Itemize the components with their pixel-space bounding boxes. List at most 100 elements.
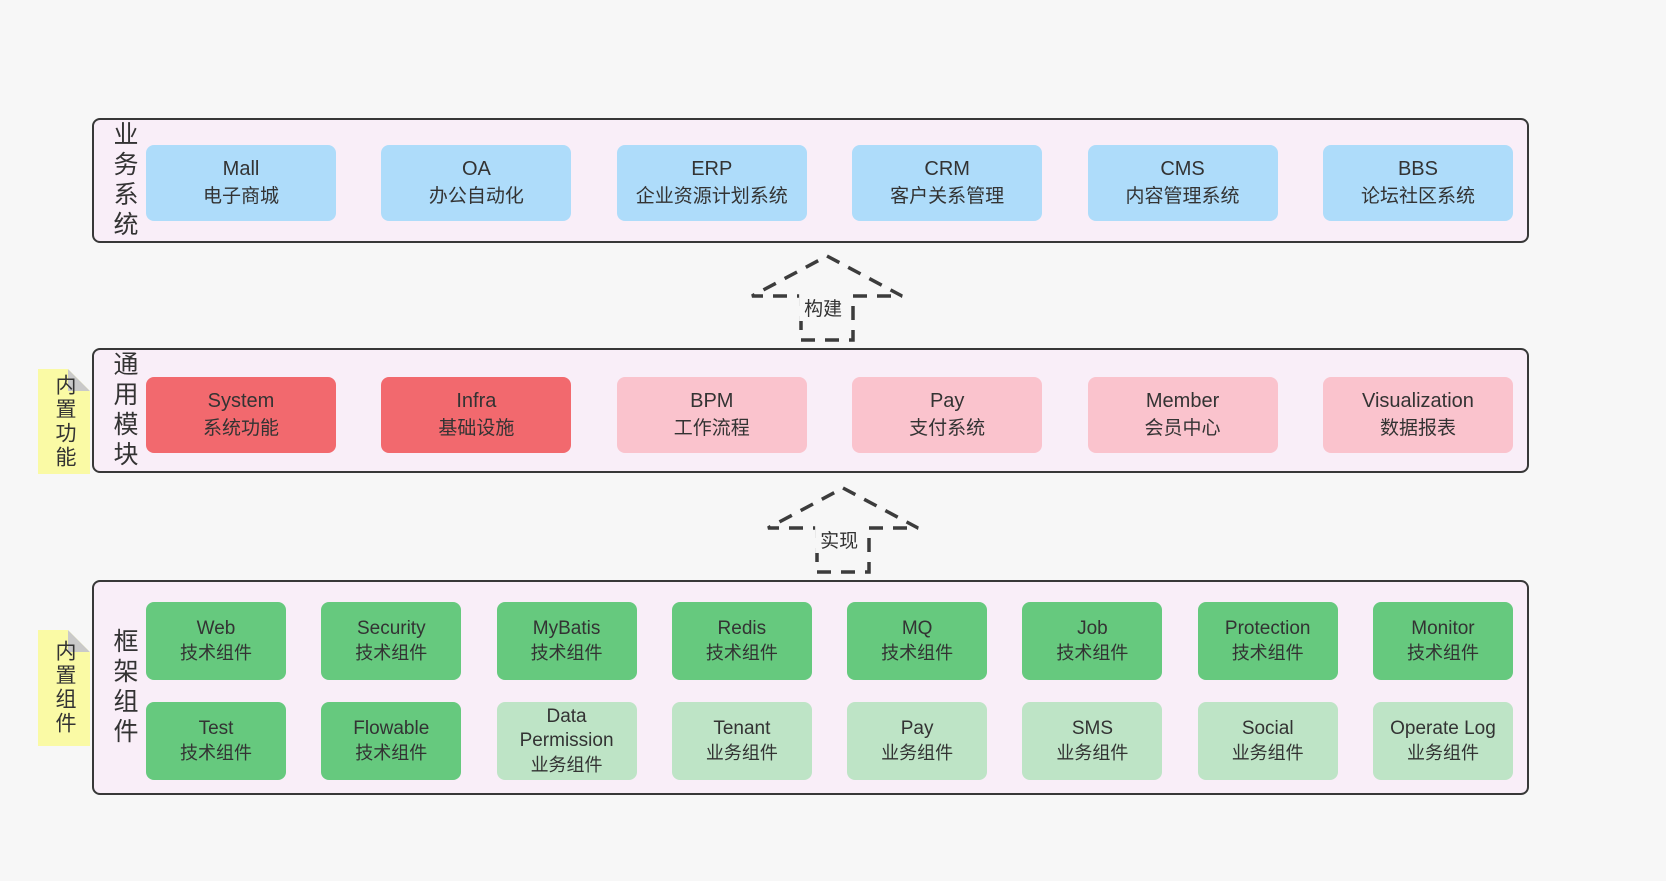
box-bpm-title: BPM xyxy=(690,390,734,412)
box-mq-subtitle: 技术组件 xyxy=(881,643,954,663)
box-cms-subtitle: 内容管理系统 xyxy=(1125,186,1240,207)
box-monitor-subtitle: 技术组件 xyxy=(1406,643,1479,663)
box-pay-module-subtitle: 支付系统 xyxy=(909,418,986,439)
framework-components-row-1: Web 技术组件 Security 技术组件 MyBatis 技术组件 Redi… xyxy=(146,602,1513,680)
dashed-up-arrow-icon xyxy=(767,486,919,574)
band-business-systems-label: 业务系统 xyxy=(110,120,138,241)
framework-components-row-2: Test 技术组件 Flowable 技术组件 Data Permission … xyxy=(146,702,1513,780)
box-pay-module-title: Pay xyxy=(929,390,965,412)
box-pay-component-subtitle: 业务组件 xyxy=(881,743,954,763)
box-protection-subtitle: 技术组件 xyxy=(1231,643,1304,663)
box-mall-title: Mall xyxy=(222,158,260,180)
box-pay-module: Pay 支付系统 xyxy=(852,377,1043,453)
box-member-title: Member xyxy=(1145,390,1220,412)
box-sms: SMS 业务组件 xyxy=(1022,702,1163,780)
box-test-subtitle: 技术组件 xyxy=(180,743,252,763)
box-cms: CMS 内容管理系统 xyxy=(1087,145,1278,221)
box-sms-title: SMS xyxy=(1071,718,1113,739)
box-data-permission-title: Data Permission xyxy=(519,706,614,751)
box-bbs-subtitle: 论坛社区系统 xyxy=(1360,186,1475,207)
box-protection-title: Protection xyxy=(1224,618,1311,639)
box-sms-subtitle: 业务组件 xyxy=(1056,743,1129,763)
box-flowable-title: Flowable xyxy=(353,718,430,739)
box-system-title: System xyxy=(207,390,275,412)
builtin-components-note: 内置组件 xyxy=(38,630,90,746)
box-operate-log-title: Operate Log xyxy=(1390,718,1496,739)
box-web-title: Web xyxy=(196,618,236,639)
box-mq: MQ 技术组件 xyxy=(847,602,988,680)
band-common-modules-label: 通用模块 xyxy=(110,350,138,471)
box-social: Social 业务组件 xyxy=(1197,702,1338,780)
box-erp: ERP 企业资源计划系统 xyxy=(616,145,807,221)
box-protection: Protection 技术组件 xyxy=(1197,602,1338,680)
common-modules-row: System 系统功能 Infra 基础设施 BPM 工作流程 Pay 支付系统… xyxy=(146,377,1513,453)
box-infra-subtitle: 基础设施 xyxy=(438,418,515,439)
box-oa-title: OA xyxy=(461,158,491,180)
box-operate-log: Operate Log 业务组件 xyxy=(1372,702,1513,780)
box-redis: Redis 技术组件 xyxy=(671,602,812,680)
box-crm-title: CRM xyxy=(924,158,970,180)
box-mq-title: MQ xyxy=(901,618,933,639)
box-member-subtitle: 会员中心 xyxy=(1144,418,1221,439)
box-system: System 系统功能 xyxy=(146,377,336,453)
box-flowable: Flowable 技术组件 xyxy=(321,702,462,780)
box-operate-log-subtitle: 业务组件 xyxy=(1406,743,1479,763)
box-mybatis-title: MyBatis xyxy=(532,618,601,639)
box-pay-component: Pay 业务组件 xyxy=(847,702,988,780)
box-bbs: BBS 论坛社区系统 xyxy=(1322,145,1513,221)
box-redis-title: Redis xyxy=(717,618,767,639)
box-visualization: Visualization 数据报表 xyxy=(1322,377,1513,453)
box-system-subtitle: 系统功能 xyxy=(202,418,279,439)
box-erp-title: ERP xyxy=(691,158,733,180)
box-mall-subtitle: 电子商城 xyxy=(202,186,279,207)
box-web-subtitle: 技术组件 xyxy=(180,643,252,663)
box-web: Web 技术组件 xyxy=(146,602,286,680)
box-job-title: Job xyxy=(1077,618,1108,639)
business-systems-row: Mall 电子商城 OA 办公自动化 ERP 企业资源计划系统 CRM 客户关系… xyxy=(146,145,1513,221)
band-framework-components-label: 框架组件 xyxy=(110,627,138,748)
box-mall: Mall 电子商城 xyxy=(146,145,336,221)
band-business-systems: 业务系统 Mall 电子商城 OA 办公自动化 ERP 企业资源计划系统 CRM… xyxy=(92,118,1529,243)
box-tenant: Tenant 业务组件 xyxy=(671,702,812,780)
box-test-title: Test xyxy=(198,718,234,739)
dashed-up-arrow-icon xyxy=(751,254,903,342)
box-bpm-subtitle: 工作流程 xyxy=(673,418,750,439)
box-social-title: Social xyxy=(1241,718,1294,739)
box-tenant-subtitle: 业务组件 xyxy=(705,743,778,763)
box-visualization-title: Visualization xyxy=(1361,390,1474,412)
box-security: Security 技术组件 xyxy=(321,602,462,680)
box-security-title: Security xyxy=(356,618,426,639)
box-monitor: Monitor 技术组件 xyxy=(1372,602,1513,680)
box-crm: CRM 客户关系管理 xyxy=(852,145,1043,221)
box-oa-subtitle: 办公自动化 xyxy=(428,186,524,207)
implement-arrow-label: 实现 xyxy=(815,526,864,553)
box-mybatis: MyBatis 技术组件 xyxy=(496,602,637,680)
box-job-subtitle: 技术组件 xyxy=(1056,643,1129,663)
box-infra-title: Infra xyxy=(456,390,497,412)
build-arrow: 构建 xyxy=(747,252,907,344)
box-data-permission-subtitle: 业务组件 xyxy=(530,755,603,775)
box-tenant-title: Tenant xyxy=(713,718,771,739)
box-monitor-title: Monitor xyxy=(1411,618,1475,639)
box-data-permission: Data Permission 业务组件 xyxy=(496,702,637,780)
implement-arrow: 实现 xyxy=(763,484,923,576)
box-crm-subtitle: 客户关系管理 xyxy=(890,186,1005,207)
box-job: Job 技术组件 xyxy=(1022,602,1163,680)
box-erp-subtitle: 企业资源计划系统 xyxy=(635,186,788,207)
box-oa: OA 办公自动化 xyxy=(381,145,572,221)
box-social-subtitle: 业务组件 xyxy=(1231,743,1304,763)
box-bbs-title: BBS xyxy=(1397,158,1438,180)
box-bpm: BPM 工作流程 xyxy=(616,377,807,453)
band-framework-components: 框架组件 Web 技术组件 Security 技术组件 MyBatis 技术组件… xyxy=(92,580,1529,795)
builtin-features-note: 内置功能 xyxy=(38,369,90,474)
box-test: Test 技术组件 xyxy=(146,702,286,780)
box-cms-title: CMS xyxy=(1160,158,1205,180)
builtin-features-note-label: 内置功能 xyxy=(53,373,76,470)
box-mybatis-subtitle: 技术组件 xyxy=(530,643,603,663)
band-common-modules: 通用模块 System 系统功能 Infra 基础设施 BPM 工作流程 Pay… xyxy=(92,348,1529,473)
box-visualization-subtitle: 数据报表 xyxy=(1379,418,1456,439)
build-arrow-label: 构建 xyxy=(799,294,848,321)
box-pay-component-title: Pay xyxy=(900,718,934,739)
builtin-components-note-label: 内置组件 xyxy=(53,640,76,736)
